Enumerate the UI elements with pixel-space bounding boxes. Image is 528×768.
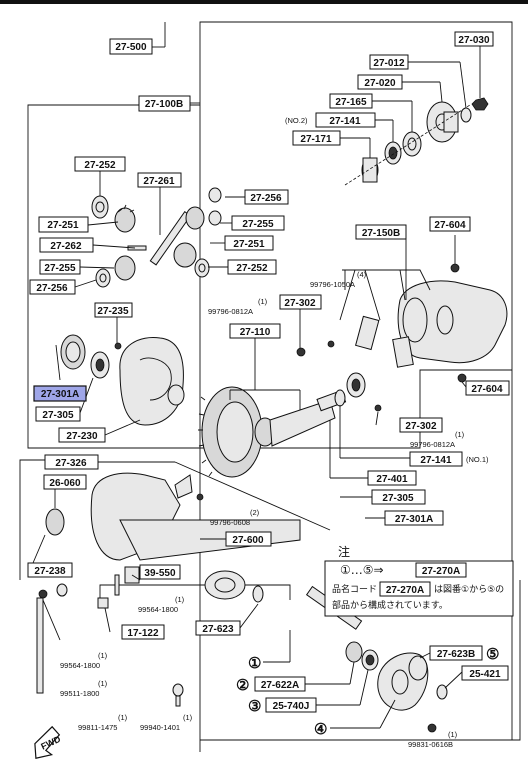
bolt-notes: (4) 99796-1050A (1) 99796-0812A (1) 9979… xyxy=(60,270,465,749)
note-no1: (NO.1) xyxy=(466,455,489,464)
label-27-256-left: 27-256 xyxy=(36,283,68,294)
callout-2: ② xyxy=(236,677,249,694)
label-27-500: 27-500 xyxy=(115,42,147,53)
label-26-060: 26-060 xyxy=(49,478,81,489)
label-17-122: 17-122 xyxy=(127,628,159,639)
axle-housing-group xyxy=(36,472,301,707)
label-27-251-left: 27-251 xyxy=(47,220,79,231)
companion-flange-group xyxy=(344,97,489,186)
note-99796-0608: 99796-0608 xyxy=(210,518,250,527)
note-line3: 部品から構成されています。 xyxy=(332,599,448,611)
callout-3: ③ xyxy=(248,698,261,715)
label-39-550: 39-550 xyxy=(144,568,176,579)
part-labels: 27-500 27-030 27-012 27-020 27-165 27-10… xyxy=(27,31,510,713)
note-qty-4: (4) xyxy=(357,270,367,279)
note-99796-0812A-top: 99796-0812A xyxy=(208,307,253,316)
label-27-110: 27-110 xyxy=(240,327,271,338)
note-qty-1b: (1) xyxy=(455,430,465,439)
carrier-housing-group xyxy=(296,263,508,412)
label-27-623B: 27-623B xyxy=(437,649,475,660)
label-27-150B: 27-150B xyxy=(362,228,400,239)
label-27-600: 27-600 xyxy=(232,535,264,546)
label-27-301A-highlighted[interactable]: 27-301A xyxy=(41,389,79,400)
label-27-252-right: 27-252 xyxy=(236,263,268,274)
label-27-326: 27-326 xyxy=(55,458,87,469)
circled-callouts: ① ② ③ ④ ⑤ xyxy=(236,646,499,738)
note-line2-prefix: 品名コード xyxy=(332,583,377,595)
top-border xyxy=(0,0,528,4)
note-99564-1800-left: 99564-1800 xyxy=(60,661,100,670)
note-qty-1g: (1) xyxy=(183,713,193,722)
label-27-238: 27-238 xyxy=(34,566,66,577)
label-27-141-no2: 27-141 xyxy=(329,116,361,127)
note-line2-suffix: は図番①から⑤の xyxy=(434,583,504,595)
label-27-255-right: 27-255 xyxy=(242,219,274,230)
note-99940-1401: 99940-1401 xyxy=(140,723,180,732)
label-27-020: 27-020 xyxy=(364,78,396,89)
label-27-302-bottom: 27-302 xyxy=(405,421,437,432)
diff-gears-group xyxy=(91,187,222,288)
label-27-230: 27-230 xyxy=(66,431,98,442)
label-27-255-left: 27-255 xyxy=(44,263,76,274)
note-99796-0812A-bottom: 99796-0812A xyxy=(410,440,455,449)
label-27-604-top: 27-604 xyxy=(434,220,466,231)
label-27-623: 27-623 xyxy=(202,624,234,635)
label-27-302-top: 27-302 xyxy=(284,298,316,309)
diff-case-group xyxy=(60,334,185,426)
label-27-171: 27-171 xyxy=(300,134,332,145)
label-27-165: 27-165 xyxy=(335,97,367,108)
assembly-frames xyxy=(19,21,521,752)
assembly-note: 注 ①…⑤⇒ 27-270A 品名コード 27-270A は図番①から⑤の 部品… xyxy=(324,544,514,617)
label-27-622A: 27-622A xyxy=(261,680,299,691)
note-99831-0616B: 99831-0616B xyxy=(408,740,453,749)
label-27-030: 27-030 xyxy=(458,35,490,46)
note-qty-1c: (1) xyxy=(175,595,185,604)
label-27-604-bottom: 27-604 xyxy=(471,384,503,395)
label-27-301A-right: 27-301A xyxy=(395,514,433,525)
note-99564-1800-right: 99564-1800 xyxy=(138,605,178,614)
note-99811-1475: 99811-1475 xyxy=(78,723,117,732)
label-27-305-left: 27-305 xyxy=(42,410,74,421)
note-qty-1a: (1) xyxy=(258,297,268,306)
fwd-arrow: FWD xyxy=(34,725,63,759)
callout-4: ④ xyxy=(314,721,327,738)
callout-5: ⑤ xyxy=(486,646,499,663)
callout-1: ① xyxy=(248,655,261,672)
note-title: 注 xyxy=(338,544,350,559)
label-27-251-right: 27-251 xyxy=(233,239,265,250)
label-27-256-right: 27-256 xyxy=(250,193,282,204)
label-25-421: 25-421 xyxy=(469,669,501,680)
note-qty-2: (2) xyxy=(250,508,260,517)
label-25-740J: 25-740J xyxy=(273,701,310,712)
label-27-141-no1: 27-141 xyxy=(420,455,452,466)
label-27-100B: 27-100B xyxy=(145,99,183,110)
label-27-262: 27-262 xyxy=(50,241,82,252)
label-27-261: 27-261 xyxy=(143,176,175,187)
note-99511-1800: 99511-1800 xyxy=(60,689,99,698)
label-27-270A-inline: 27-270A xyxy=(386,585,424,596)
note-qty-1f: (1) xyxy=(118,713,128,722)
ring-pinion-group xyxy=(198,372,366,478)
label-27-305-right: 27-305 xyxy=(382,493,414,504)
note-no2: (NO.2) xyxy=(285,116,308,125)
note-qty-1e: (1) xyxy=(98,679,108,688)
label-27-252-top: 27-252 xyxy=(84,160,116,171)
leader-lines xyxy=(29,22,481,729)
label-27-270A-note: 27-270A xyxy=(422,566,460,577)
label-27-401: 27-401 xyxy=(376,474,408,485)
label-27-235: 27-235 xyxy=(97,306,129,317)
note-qty-1h: (1) xyxy=(448,730,458,739)
note-99796-1050A: 99796-1050A xyxy=(310,280,355,289)
note-line1-range: ①…⑤⇒ xyxy=(340,563,384,577)
label-27-012: 27-012 xyxy=(373,58,405,69)
note-qty-1d: (1) xyxy=(98,651,108,660)
